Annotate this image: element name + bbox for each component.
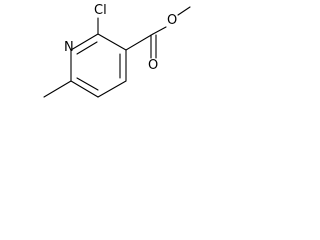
bond-c3-carbonyl-c <box>125 33 154 51</box>
bond-n1-c2 <box>70 33 99 51</box>
atom-ester-oxygen: O <box>167 13 177 28</box>
bond-c5-c6 <box>70 80 99 98</box>
bond-carbonyl-c-ester-o <box>152 26 167 35</box>
double-bond-inner-n1-c2 <box>76 41 98 55</box>
bond-c6-methyl <box>43 80 72 98</box>
bond-c2-c3 <box>97 33 127 51</box>
structure-drawing: N Cl O O <box>43 3 191 98</box>
molecule-diagram: N Cl O O <box>0 0 191 121</box>
bond-ester-o-methyl <box>177 6 191 16</box>
atom-carbonyl-oxygen: O <box>148 58 158 73</box>
atom-chlorine: Cl <box>94 3 107 18</box>
atom-nitrogen: N <box>64 40 74 55</box>
double-bond-inner-c5-c6 <box>76 77 99 91</box>
bond-c4-c5 <box>97 80 127 98</box>
